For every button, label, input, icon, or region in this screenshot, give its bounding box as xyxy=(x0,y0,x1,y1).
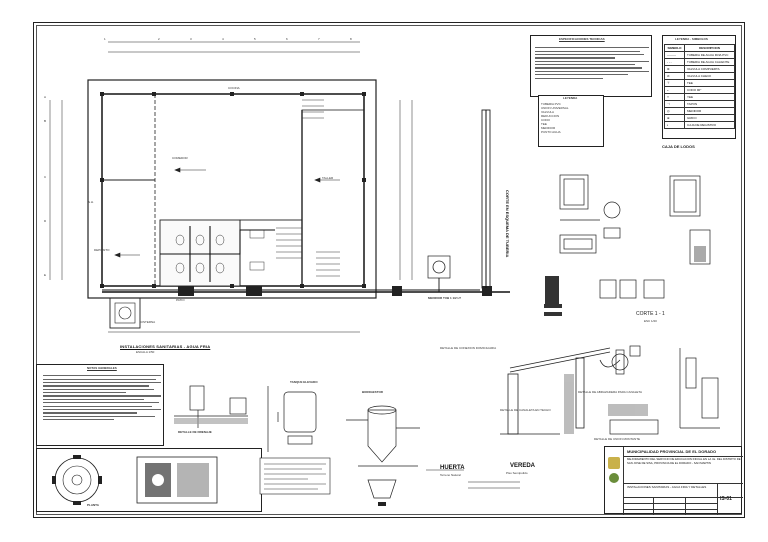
tank-label: CISTERNA xyxy=(140,320,156,324)
legend-row: ⊘VALVULA CHECK xyxy=(663,72,735,80)
axis-label: 8 xyxy=(350,37,352,41)
pipe-legend-row: VALVULA xyxy=(541,110,555,114)
corte-label: CORTE 1 - 1 xyxy=(636,311,665,317)
title-block-logo-column xyxy=(605,447,624,515)
pipe-legend-row: MEDIDOR xyxy=(541,126,556,130)
legend-row: ◐CAJA DE REGISTRO xyxy=(663,121,735,129)
plan-title: INSTALACIONES SANITARIAS - AGUA FRIA xyxy=(120,344,211,349)
drawing-sheet-border xyxy=(33,22,745,518)
legend-row: ⊗VALVULA COMPUERTA xyxy=(663,65,735,73)
room-label: COMEDOR xyxy=(172,156,188,160)
legend-row: - - -TUBERIA DE AGUA CALIENTE xyxy=(663,58,735,66)
entity-name: MUNICIPALIDAD PROVINCIAL DE EL DORADO xyxy=(627,449,717,454)
axis-label: 5 xyxy=(254,37,256,41)
sheet-code: IS-01 xyxy=(720,496,732,502)
legend-row: ⊤TEE xyxy=(663,79,735,87)
pipe-legend-row: UNION UNIVERSAL xyxy=(541,106,569,110)
legend-header: DESCRIPCION xyxy=(684,44,735,52)
drain-label: DETALLE DE DRENAJE xyxy=(178,430,212,434)
vereda-label: VEREDA xyxy=(510,463,536,469)
pipe-legend-title: LEYENDA xyxy=(563,96,578,100)
municipality-logo-icon xyxy=(608,457,620,469)
column-axis-row: 1 2 3 4 5 6 7 8 xyxy=(100,35,400,45)
pipe-legend-row: PUNTO AGUA xyxy=(541,130,561,134)
canaleta-section-drawings xyxy=(500,345,720,435)
title-block: MUNICIPALIDAD PROVINCIAL DE EL DORADO ME… xyxy=(604,446,744,515)
specifications-title: ESPECIFICACIONES TECNICAS xyxy=(559,37,605,41)
legend-row: ◎MEDIDOR xyxy=(663,107,735,115)
pipe-legend-row: TUBERIA PVC xyxy=(541,102,561,106)
meter-label: MEDIDOR TUB 1 1/2 LT xyxy=(428,296,461,300)
huerta-sublabel: Terreno Natural xyxy=(440,473,461,477)
planta-label: PLANTA xyxy=(87,503,99,507)
room-label: PATIO xyxy=(176,298,185,302)
axis-label: 7 xyxy=(318,37,320,41)
drawing-sheet-inner-border xyxy=(36,25,742,515)
union-detail-label: DETALLE DE UNION MONTANTE xyxy=(594,437,641,441)
notes-text-lines xyxy=(43,373,161,422)
plan-scale: ESCALA 1/50 xyxy=(136,350,155,354)
notes-title: NOTAS GENERALES xyxy=(87,366,117,370)
legend-row: ⊕GRIFO xyxy=(663,114,735,122)
detail-drawings-right xyxy=(544,174,711,316)
vereda-sublabel: Piso Semipulido xyxy=(506,471,528,475)
title-block-signature-rows xyxy=(623,497,717,515)
pipe-legend-row: CODO xyxy=(541,118,550,122)
legend-title: LEYENDA - SIMBOLOS xyxy=(675,37,708,41)
axis-label: 1 xyxy=(104,37,106,41)
legend-row: ———TUBERIA DE AGUA FRIA PVC xyxy=(663,51,735,59)
pipe-legend: LEYENDA TUBERIA PVC UNION UNIVERSAL VALV… xyxy=(538,95,604,147)
axis-label: 3 xyxy=(190,37,192,41)
conexion-detail-label: DETALLE DE CONEXION DOMICILIARIA xyxy=(440,346,497,350)
specifications-box: ESPECIFICACIONES TECNICAS xyxy=(530,35,652,97)
room-label: COCINA xyxy=(228,86,240,90)
detail-drawings-bottom xyxy=(174,385,520,506)
legend-row: ⌐CODO 90° xyxy=(663,86,735,94)
pipe-legend-row: TEE xyxy=(541,122,547,126)
legend-row: ⊣TAPON xyxy=(663,100,735,108)
axis-label: A xyxy=(44,95,47,99)
axis-label: C xyxy=(44,175,47,179)
axis-label: B xyxy=(44,119,47,123)
sheet-title: INSTALACIONES SANITARIAS - AGUA FRIA Y D… xyxy=(627,485,707,489)
huerta-label: HUERTA xyxy=(440,465,465,471)
biodigester-plan-drawing xyxy=(52,455,218,505)
pipe-legend-rows: TUBERIA PVC UNION UNIVERSAL VALVULA REDU… xyxy=(541,102,603,134)
corte-scale: ESC 1/20 xyxy=(644,319,657,323)
tank-elevated-label: TANQUE ELEVADO xyxy=(290,380,318,384)
axis-label: 6 xyxy=(286,37,288,41)
canaleta-detail-label: DETALLE DE ABRAZADERA PARA CANALETA xyxy=(578,390,643,394)
axis-label: 4 xyxy=(222,37,224,41)
pipe-legend-row: REDUCCION xyxy=(541,114,560,118)
floor-plan-drawing xyxy=(49,41,510,333)
project-name: MEJORAMIENTO DEL SERVICIO DE EDUCACION I… xyxy=(627,457,741,465)
seal-icon xyxy=(609,473,619,483)
room-label: TALLER xyxy=(322,176,334,180)
biodigester-plan-detail: PLANTA xyxy=(36,448,262,512)
caja-lodos-label: CAJA DE LODOS xyxy=(662,144,695,149)
axis-label: E xyxy=(44,273,47,277)
general-notes: NOTAS GENERALES xyxy=(36,364,164,446)
room-label: DEPOSITO xyxy=(94,248,110,252)
sheet-code-cell: IS-01 xyxy=(717,483,744,515)
biodigester-label: BIODIGESTOR xyxy=(362,390,383,394)
legend-header: SIMBOLO xyxy=(663,44,686,52)
elevation-label: CORTE EN ESQUEMA DE TUBERIA xyxy=(505,190,510,258)
room-label: S.H. xyxy=(88,200,94,204)
axis-label: 2 xyxy=(158,37,160,41)
row-axis-column: A B C D E xyxy=(42,95,52,285)
axis-label: D xyxy=(44,219,47,223)
techo-detail-label: DETALLE DE CANALETA EN TECHO xyxy=(500,408,551,412)
specifications-text-lines xyxy=(535,45,649,81)
